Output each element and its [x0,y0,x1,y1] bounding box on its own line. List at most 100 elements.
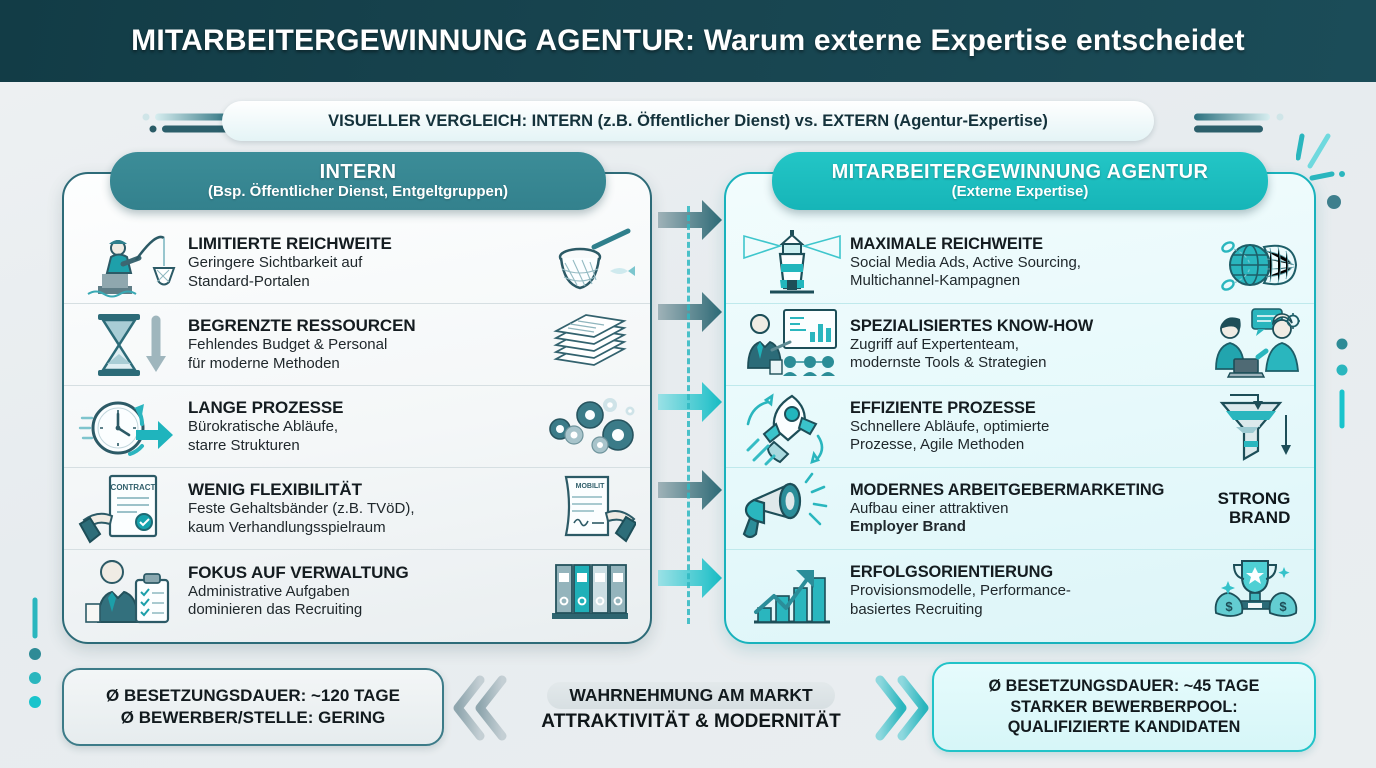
row-desc-line1: Aufbau einer attraktiven [850,499,1009,517]
intern-header-pill: INTERN (Bsp. Öffentlicher Dienst, Entgel… [110,152,606,210]
svg-text:$: $ [1279,599,1287,614]
agentur-row-list: MAXIMALE REICHWEITE Social Media Ads, Ac… [726,222,1314,632]
arrow-5 [658,558,722,598]
globe-net-icon [1208,225,1300,301]
agentur-summary-box: Ø BESETZUNGSDAUER: ~45 TAGE STARKER BEWE… [932,662,1316,752]
row-desc-line1: Geringere Sichtbarkeit auf [188,254,363,272]
decorative-dashes-right [1194,113,1284,133]
row-desc-line1: Provisionsmodelle, Performance- [850,582,1071,600]
table-row: CONTRACT WENIG FLEXIBILITÄT Feste Gehalt… [64,468,650,550]
row-text: BEGRENZTE RESSOURCEN Fehlendes Budget & … [182,316,544,373]
sparkle-icon [1296,133,1345,209]
title-bar: MITARBEITERGEWINNUNG AGENTUR: Warum exte… [0,0,1376,82]
table-row: ERFOLGSORIENTIERUNG Provisionsmodelle, P… [726,550,1314,632]
svg-text:$: $ [1225,599,1233,614]
row-title: FOKUS AUF VERWALTUNG [188,562,409,582]
arrow-2 [658,292,722,332]
rocket-icon [740,388,844,466]
row-title: SPEZIALISIERTES KNOW-HOW [850,316,1094,335]
row-desc-line1: Fehlendes Budget & Personal [188,336,388,354]
row-desc-line2: Standard-Portalen [188,272,310,290]
agentur-title: MITARBEITERGEWINNUNG AGENTUR [831,160,1209,183]
row-text: ERFOLGSORIENTIERUNG Provisionsmodelle, P… [844,563,1208,619]
row-text: WENIG FLEXIBILITÄT Feste Gehaltsbänder (… [182,480,544,537]
row-desc-line2: modernste Tools & Strategien [850,354,1047,372]
svg-text:MOBILIT: MOBILIT [576,483,605,490]
subtitle-text: VISUELLER VERGLEICH: INTERN (z.B. Öffent… [328,111,1048,130]
row-desc-line1: Schnellere Abläufe, optimierte [850,417,1050,435]
row-desc-line1: Administrative Aufgaben [188,582,350,600]
megaphone-icon [740,470,844,548]
row-desc-line2: dominieren das Recruiting [188,601,363,619]
presenter-chart-icon [740,306,844,384]
strong-brand-text: STRONG BRAND [1208,471,1300,547]
funnel-icon [1208,389,1300,465]
row-text: MODERNES ARBEITGEBERMARKETING Aufbau ein… [844,481,1208,537]
intern-summary-box: Ø BESETZUNGSDAUER: ~120 TAGE Ø BEWERBER/… [62,668,444,746]
clipboard-officer-icon [78,552,182,630]
row-desc-line1: Feste Gehaltsbänder (z.B. TVöD), [188,500,415,518]
row-title: WENIG FLEXIBILITÄT [188,480,362,500]
table-row: FOKUS AUF VERWALTUNG Administrative Aufg… [64,550,650,632]
subtitle-banner: VISUELLER VERGLEICH: INTERN (z.B. Öffent… [222,101,1154,141]
decorative-dots-left [29,597,41,708]
row-title: BEGRENZTE RESSOURCEN [188,316,416,336]
row-desc-line2: Multichannel-Kampagnen [850,272,1021,290]
table-row: MODERNES ARBEITGEBERMARKETING Aufbau ein… [726,468,1314,550]
market-perception-line1: WAHRNEHMUNG AM MARKT [547,681,835,709]
intern-title: INTERN [319,160,397,183]
center-dashed-line [687,206,690,624]
hourglass-down-arrow-icon [78,306,182,384]
trophy-moneybags-icon: $ $ [1208,553,1300,629]
binder-folders-icon [544,553,636,629]
arrow-4 [658,470,722,510]
row-desc-line2: Employer Brand [850,518,966,536]
row-desc-line1: Zugriff auf Expertenteam, [850,335,1019,353]
row-title: ERFOLGSORIENTIERUNG [850,563,1053,582]
intern-row-list: LIMITIERTE REICHWEITE Geringere Sichtbar… [64,222,650,632]
row-text: LANGE PROZESSE Bürokratische Abläufe, st… [182,398,544,455]
row-title: LANGE PROZESSE [188,398,344,418]
table-row: LANGE PROZESSE Bürokratische Abläufe, st… [64,386,650,468]
signed-document-icon: MOBILIT [544,471,636,547]
row-desc-line2: basiertes Recruiting [850,600,983,618]
row-desc-line2: für moderne Methoden [188,354,340,372]
table-row: MAXIMALE REICHWEITE Social Media Ads, Ac… [726,222,1314,304]
row-text: LIMITIERTE REICHWEITE Geringere Sichtbar… [182,234,544,291]
contract-hand-icon: CONTRACT [78,470,182,548]
row-desc-line1: Bürokratische Abläufe, [188,418,339,436]
row-title: MAXIMALE REICHWEITE [850,234,1043,253]
gears-icon [544,389,636,465]
agentur-summary-line3: QUALIFIZIERTE KANDIDATEN [1007,718,1241,737]
table-row: EFFIZIENTE PROZESSE Schnellere Abläufe, … [726,386,1314,468]
fisherman-icon [78,224,182,302]
growth-chart-icon [740,552,844,630]
agentur-subtitle: (Externe Expertise) [951,182,1089,200]
arrow-3 [658,382,722,422]
fishing-net-icon [544,225,636,301]
page-title: MITARBEITERGEWINNUNG AGENTUR: Warum exte… [131,24,1245,57]
row-text: EFFIZIENTE PROZESSE Schnellere Abläufe, … [844,399,1208,455]
market-perception-label: WAHRNEHMUNG AM MARKT ATTRAKTIVITÄT & MOD… [498,672,884,742]
table-row: LIMITIERTE REICHWEITE Geringere Sichtbar… [64,222,650,304]
agentur-summary-line2: STARKER BEWERBERPOOL: [1010,697,1238,716]
clock-arrow-icon [78,388,182,466]
agentur-header-pill: MITARBEITERGEWINNUNG AGENTUR (Externe Ex… [772,152,1268,210]
row-title: EFFIZIENTE PROZESSE [850,398,1036,417]
intern-panel: LIMITIERTE REICHWEITE Geringere Sichtbar… [62,172,652,644]
market-perception-line2: ATTRAKTIVITÄT & MODERNITÄT [541,710,841,732]
row-title: LIMITIERTE REICHWEITE [188,234,392,254]
table-row: SPEZIALISIERTES KNOW-HOW Zugriff auf Exp… [726,304,1314,386]
svg-text:CONTRACT: CONTRACT [111,483,156,492]
paper-stack-icon [544,307,636,383]
row-title: MODERNES ARBEITGEBERMARKETING [850,480,1165,499]
intern-summary-line2: Ø BEWERBER/STELLE: GERING [120,708,386,727]
row-text: MAXIMALE REICHWEITE Social Media Ads, Ac… [844,235,1208,291]
row-text: FOKUS AUF VERWALTUNG Administrative Aufg… [182,563,544,620]
agentur-summary-line1: Ø BESETZUNGSDAUER: ~45 TAGE [988,676,1260,695]
chevron-left-icon [453,675,507,741]
row-desc-line2: starre Strukturen [188,436,300,454]
row-desc-line2: kaum Verhandlungsspielraum [188,518,386,536]
intern-summary-line1: Ø BESETZUNGSDAUER: ~120 TAGE [106,686,400,706]
